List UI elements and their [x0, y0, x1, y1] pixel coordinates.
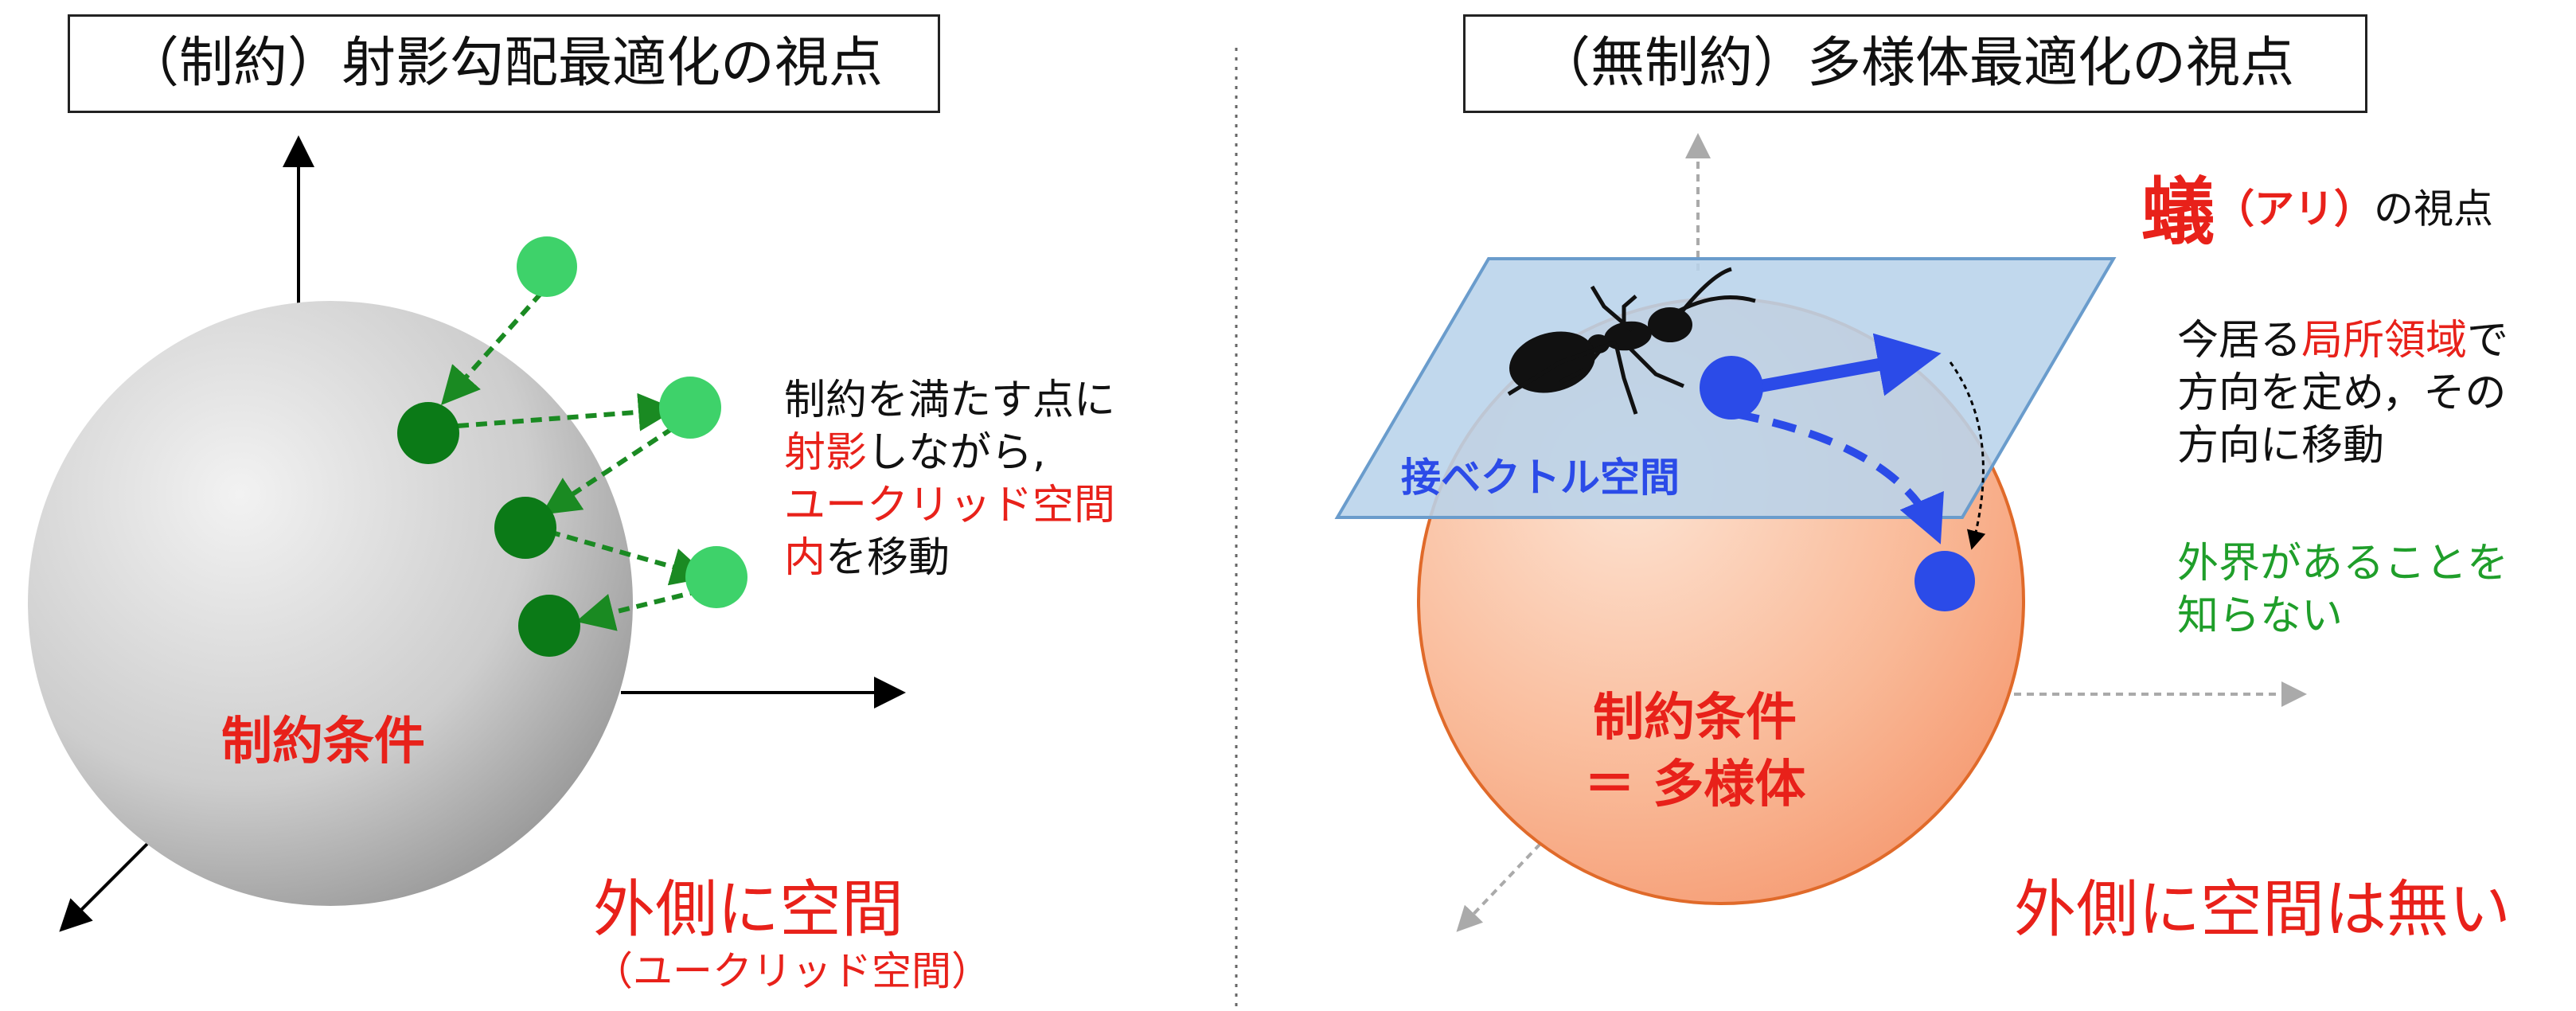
- geodesic-path: [1735, 410, 1944, 545]
- right-knowledge: 外界があることを 知らない: [2177, 537, 2508, 642]
- left-desc-line2-rest: しながら,: [867, 429, 1046, 477]
- right-title: （無制約）多様体最適化の視点: [1536, 32, 2294, 95]
- right-desc-line1: 今居る局所領域で: [2177, 314, 2508, 367]
- right-sphere-label-line2: ＝ 多様体: [1584, 755, 1806, 814]
- left-axis-y: [59, 842, 149, 932]
- ant-reading: （アリ）: [2215, 185, 2375, 232]
- right-outside: 外側に空間は無い: [2014, 874, 2512, 946]
- right-desc-line3: 方向に移動: [2177, 422, 2385, 470]
- left-constraint-sphere: [28, 301, 633, 906]
- ant-icon: [1507, 267, 1756, 415]
- right-knowledge-line2: 知らない: [2177, 592, 2344, 640]
- retraction-arrow: [1949, 361, 1986, 550]
- right-axis-y: [1456, 842, 1542, 932]
- point-outside-3: [685, 546, 747, 608]
- left-desc-line4-rest: を移動: [825, 534, 950, 582]
- point-outside-2: [659, 377, 721, 439]
- right-desc-line2: 方向を定め，その: [2177, 369, 2507, 417]
- left-outside-sub: （ユークリッド空間）: [593, 948, 991, 994]
- right-sphere-label-line1: 制約条件: [1593, 689, 1797, 748]
- green-path-2: [457, 392, 677, 431]
- right-sphere-label: 制約条件 ＝ 多様体: [1584, 685, 1805, 818]
- left-description: 制約を満たす点に 射影しながら, ユークリッド空間 内を移動: [784, 374, 1115, 584]
- ant-kanji: 蟻: [2141, 170, 2215, 255]
- left-desc-line1: 制約を満たす点に: [784, 377, 1116, 424]
- ant-viewpoint-label: 蟻（アリ）の視点: [2141, 153, 2493, 259]
- green-path-4: [548, 529, 710, 586]
- point-outside-1: [517, 236, 577, 297]
- right-title-box: （無制約）多様体最適化の視点: [1463, 14, 2367, 113]
- point-projected-3: [518, 595, 580, 657]
- right-desc-line1-a: 今居る: [2177, 317, 2302, 365]
- green-path-3: [541, 426, 674, 515]
- tangent-vector: [1746, 333, 1942, 396]
- left-desc-line4-red: 内: [784, 534, 826, 582]
- green-path-1: [441, 291, 544, 405]
- left-desc-line2: 射影しながら,: [784, 427, 1115, 479]
- ant-suffix: の視点: [2374, 185, 2494, 232]
- left-desc-line4: 内を移動: [784, 532, 1115, 584]
- manifold-point-current: [1700, 356, 1763, 420]
- right-description: 今居る局所領域で 方向を定め，その 方向に移動: [2177, 314, 2508, 472]
- left-sphere-label: 制約条件: [221, 712, 425, 771]
- right-knowledge-line1: 外界があることを: [2177, 540, 2509, 587]
- left-title-box: （制約）射影勾配最適化の視点: [68, 14, 940, 113]
- tangent-space-label: 接ベクトル空間: [1401, 455, 1680, 501]
- green-path-5: [576, 588, 701, 631]
- left-desc-line2-red: 射影: [784, 429, 868, 477]
- left-desc-line3: ユークリッド空間: [784, 482, 1116, 529]
- right-desc-line1-red: 局所領域: [2301, 317, 2468, 365]
- point-projected-1: [397, 402, 459, 464]
- left-title: （制約）射影勾配最適化の視点: [124, 32, 883, 95]
- right-desc-line1-b: で: [2467, 317, 2509, 365]
- manifold-point-next: [1914, 551, 1975, 611]
- left-outside-main: 外側に空間: [593, 874, 904, 946]
- point-projected-2: [494, 497, 556, 559]
